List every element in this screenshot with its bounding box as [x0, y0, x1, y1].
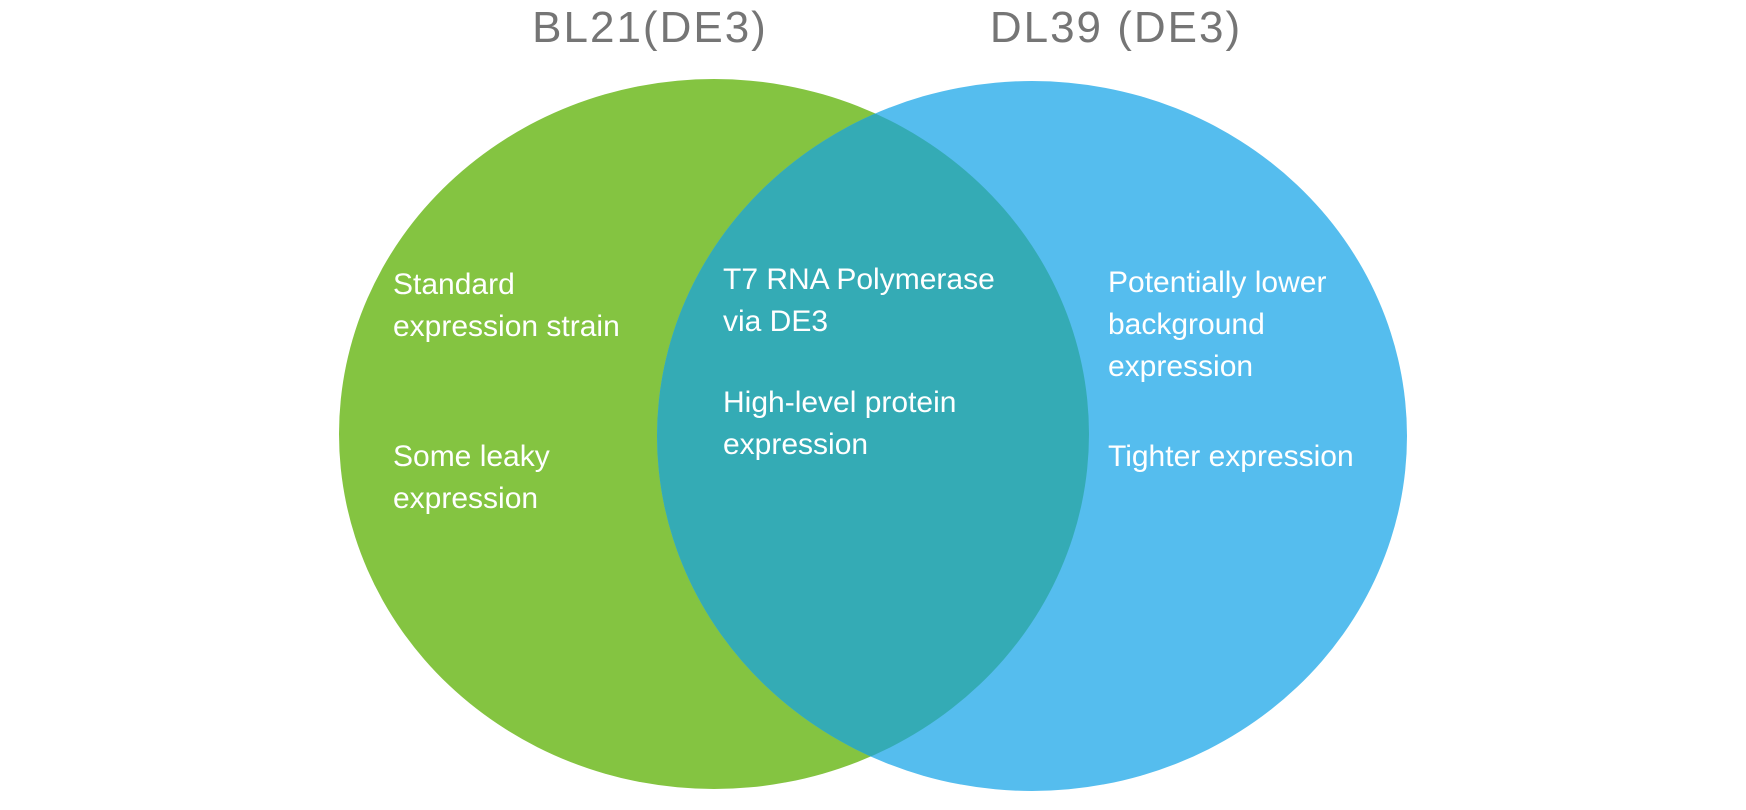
right-circle-title: DL39 (DE3) — [989, 3, 1243, 52]
left-region-text-1: Standard expression strain — [393, 268, 620, 343]
left-circle-title: BL21(DE3) — [532, 3, 768, 52]
right-region-text-2: Tighter expression — [1108, 440, 1354, 473]
left-region-text-2: Some leaky expression — [393, 440, 550, 515]
overlap-region — [657, 81, 1089, 789]
overlap-region-text-2: High-level protein expression — [723, 386, 957, 461]
overlap-region-text-1: T7 RNA Polymerase via DE3 — [723, 263, 995, 338]
right-region-text-1: Potentially lower background expression — [1108, 266, 1327, 383]
